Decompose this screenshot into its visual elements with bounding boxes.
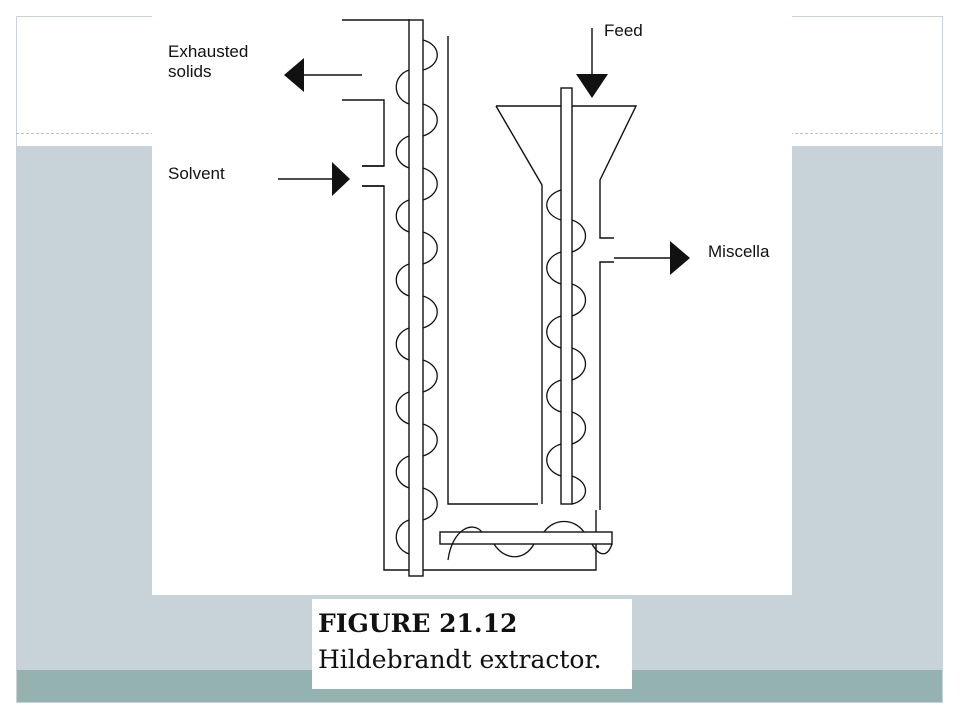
left-column-inner-wall — [447, 36, 538, 505]
bottom-helix — [447, 520, 613, 561]
solvent-arrowhead — [332, 162, 350, 196]
caption-title: FIGURE 21.12 — [318, 609, 518, 638]
feed-arrowhead — [576, 74, 608, 98]
left-helix — [395, 39, 438, 555]
solvent-inlet — [362, 165, 384, 187]
extractor-diagram: Exhausted solids Solvent Feed Miscella — [152, 0, 792, 595]
figure-caption: FIGURE 21.12 Hildebrandt extractor. — [312, 599, 632, 689]
label-exhausted-solids: Exhausted solids — [168, 42, 249, 81]
right-helix — [546, 189, 587, 505]
label-miscella: Miscella — [708, 242, 770, 261]
right-shaft — [560, 87, 573, 505]
left-shaft — [408, 19, 424, 577]
feed-hopper — [495, 105, 638, 510]
caption-subtitle: Hildebrandt extractor. — [318, 645, 602, 674]
exhausted-solids-arrowhead — [284, 58, 304, 92]
miscella-arrowhead — [670, 241, 690, 275]
label-feed: Feed — [604, 21, 643, 40]
label-solvent: Solvent — [168, 164, 225, 183]
left-column-outer-wall — [342, 99, 597, 571]
bottom-shaft — [439, 531, 613, 545]
